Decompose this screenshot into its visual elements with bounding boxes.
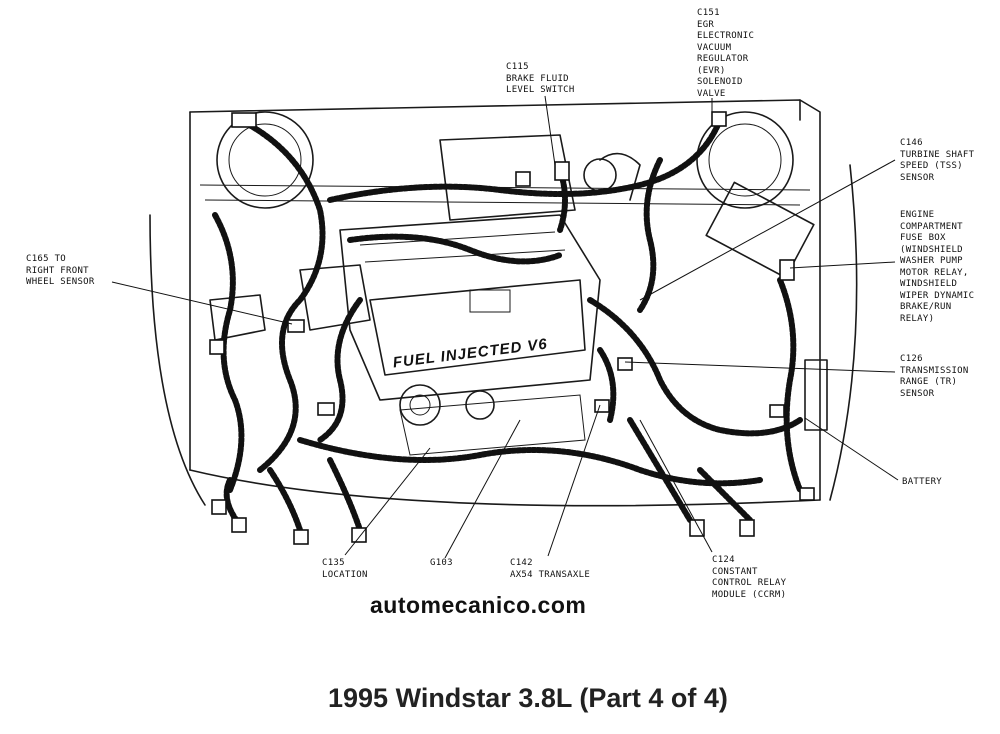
callout-c135-location: C135 LOCATION <box>322 558 368 580</box>
callout-engine-fuse-box: ENGINE COMPARTMENT FUSE BOX (WINDSHIELD … <box>900 210 975 324</box>
vehicle-body-outline <box>149 99 858 507</box>
callout-c124-ccrm: C124 CONSTANT CONTROL RELAY MODULE (CCRM… <box>712 555 787 600</box>
callout-g103: G103 <box>430 558 453 568</box>
callout-c165-wheel-sensor: C165 TO RIGHT FRONT WHEEL SENSOR <box>26 254 95 287</box>
wiring-harness <box>212 117 803 533</box>
callout-c151-evr-solenoid: C151 EGR ELECTRONIC VACUUM REGULATOR (EV… <box>697 8 755 99</box>
connectors <box>209 111 815 545</box>
watermark-text: automecanico.com <box>370 592 587 618</box>
callout-c126-tr-sensor: C126 TRANSMISSION RANGE (TR) SENSOR <box>900 354 969 399</box>
headlights <box>216 111 794 209</box>
leader-lines <box>111 95 899 559</box>
callout-c146-tss-sensor: C146 TURBINE SHAFT SPEED (TSS) SENSOR <box>900 138 975 183</box>
callout-c142-transaxle: C142 AX54 TRANSAXLE <box>510 558 591 580</box>
callout-c115-brake-fluid-switch: C115 BRAKE FLUID LEVEL SWITCH <box>506 62 575 95</box>
engine-label: FUEL INJECTED V6 <box>392 336 549 372</box>
callout-battery: BATTERY <box>902 477 943 487</box>
engine-block <box>209 134 828 456</box>
diagram-title: 1995 Windstar 3.8L (Part 4 of 4) <box>328 683 728 713</box>
